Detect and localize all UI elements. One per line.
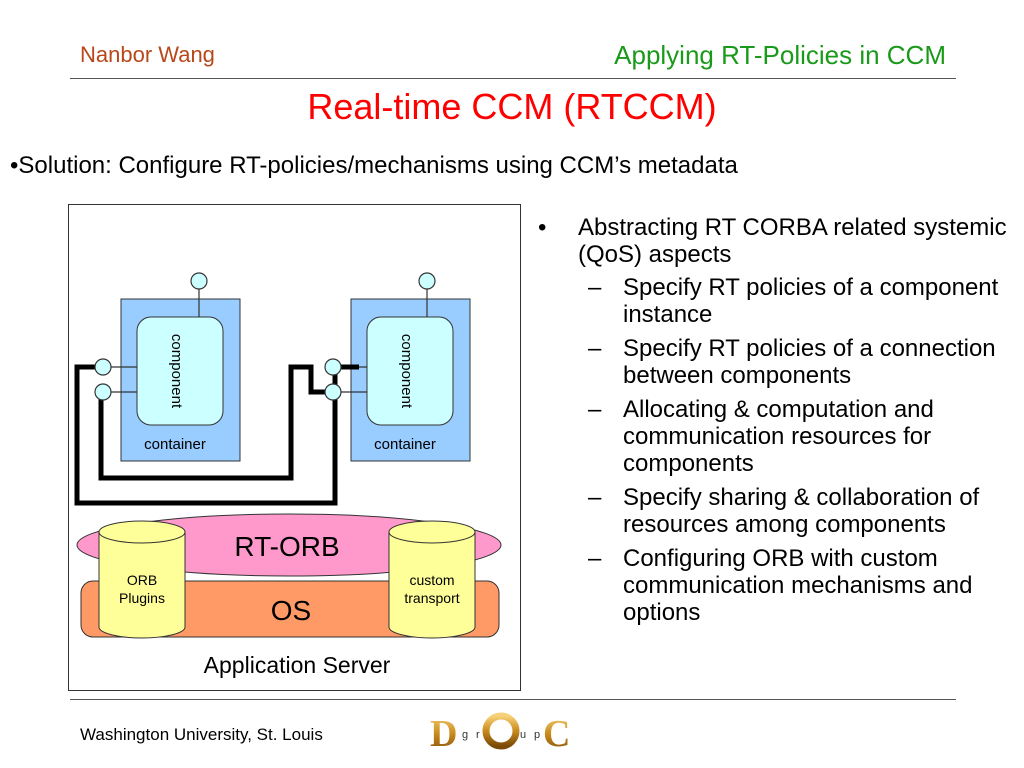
left-component-label: component	[168, 334, 185, 409]
top-divider	[70, 78, 956, 79]
bottom-divider	[70, 699, 956, 700]
sub-bullet-marker: –	[588, 274, 602, 301]
left-facet-port-icon[interactable]	[190, 272, 208, 290]
custom-transport-label-2: transport	[404, 590, 459, 606]
left-receptacle-port-icon-2[interactable]	[94, 383, 112, 401]
bullet-main-text: Abstracting RT CORBA related systemic (Q…	[578, 214, 1007, 268]
sub-bullet-text: Specify sharing & collaboration of resou…	[623, 484, 980, 538]
bullet-list: • Abstracting RT CORBA related systemic …	[538, 214, 1008, 633]
slide-section-title: Applying RT-Policies in CCM	[614, 40, 946, 70]
rt-orb-label: RT-ORB	[234, 531, 339, 562]
sub-bullet-text: Specify RT policies of a component insta…	[623, 274, 999, 328]
left-component-box	[136, 316, 224, 426]
sub-bullet-text: Specify RT policies of a connection betw…	[623, 335, 996, 389]
bullet-main: • Abstracting RT CORBA related systemic …	[538, 214, 1008, 268]
author-name: Nanbor Wang	[80, 42, 215, 67]
doc-group-logo: D g r u p C	[430, 712, 570, 754]
sub-bullet-marker: –	[588, 484, 602, 511]
footer-institution: Washington University, St. Louis	[80, 725, 323, 744]
inner-connection-line	[98, 364, 335, 481]
sub-bullet-text: Configuring ORB with custom communicatio…	[623, 545, 973, 626]
orb-plugins-label-2: Plugins	[119, 590, 165, 606]
right-component-label: component	[398, 334, 415, 409]
orb-plugins-cylinder	[98, 532, 186, 639]
sub-bullet: – Specify RT policies of a component ins…	[538, 274, 1008, 328]
logo-letter-p: p	[534, 729, 540, 741]
slide-title: Real-time CCM (RTCCM)	[307, 86, 717, 127]
right-facet-port-icon[interactable]	[418, 272, 436, 290]
sub-bullet-marker: –	[588, 335, 602, 362]
orb-plugins-label-1: ORB	[127, 572, 157, 588]
sub-bullet: – Configuring ORB with custom communicat…	[538, 545, 1008, 626]
right-component-box	[366, 316, 454, 426]
os-label: OS	[271, 595, 311, 626]
left-receptacle-port-icon-1[interactable]	[94, 358, 112, 376]
right-receptacle-port-icon-1[interactable]	[324, 358, 342, 376]
sub-bullet-text: Allocating & computation and communicati…	[623, 396, 934, 477]
logo-letter-u: u	[520, 729, 526, 741]
logo-letter-c: C	[543, 713, 570, 754]
bullet-marker: •	[538, 214, 547, 241]
custom-transport-cylinder-top	[388, 520, 476, 544]
sub-bullet: – Specify RT policies of a connection be…	[538, 335, 1008, 389]
right-receptacle-port-icon-2[interactable]	[324, 383, 342, 401]
right-container-label: container	[374, 436, 436, 453]
orb-plugins-cylinder-top	[98, 520, 186, 544]
custom-transport-label-1: custom	[409, 572, 454, 588]
logo-letter-r: r	[476, 729, 480, 741]
logo-ring-icon	[482, 712, 520, 750]
left-container-label: container	[144, 436, 206, 453]
sub-bullet-marker: –	[588, 545, 602, 572]
sub-bullet-marker: –	[588, 396, 602, 423]
architecture-diagram-svg: component container component container …	[74, 272, 502, 678]
application-server-label: Application Server	[204, 652, 391, 678]
sub-bullet: – Specify sharing & collaboration of res…	[538, 484, 1008, 538]
logo-letter-d: D	[430, 713, 457, 754]
logo-letter-g: g	[462, 729, 468, 741]
sub-bullet: – Allocating & computation and communica…	[538, 396, 1008, 477]
solution-line: •Solution: Configure RT-policies/mechani…	[10, 152, 738, 179]
architecture-diagram: component container component container …	[68, 204, 521, 691]
custom-transport-cylinder	[388, 532, 476, 639]
